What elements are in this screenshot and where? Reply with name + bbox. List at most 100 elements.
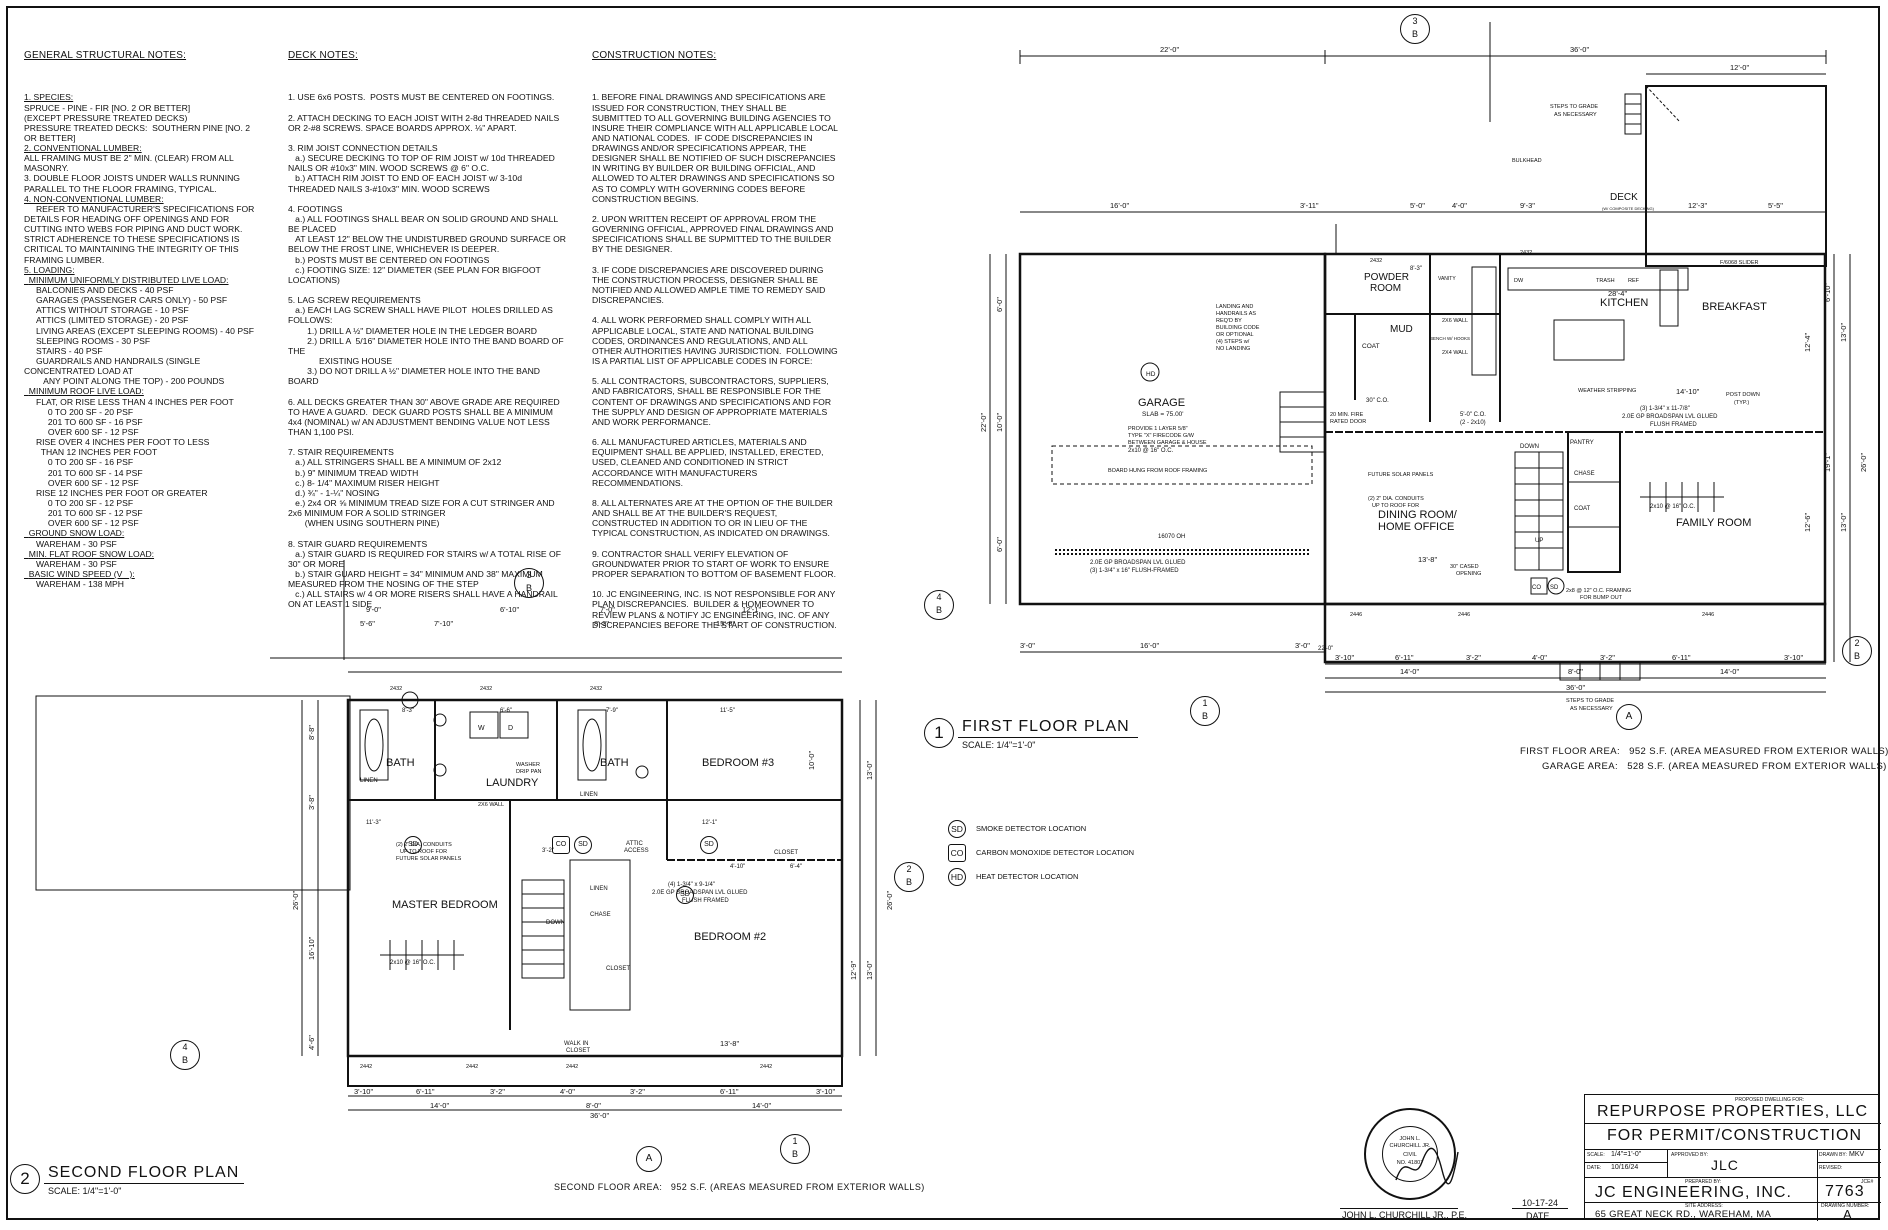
sf-room-bath-1: BATH: [386, 757, 415, 769]
callout-num: 2: [1854, 638, 1860, 648]
deck-note-line: 4. FOOTINGS: [288, 203, 343, 214]
deck-note-line: 3.) DO NOT DRILL A ½" DIAMETER HOLE INTO…: [288, 366, 543, 387]
ff-garage-beam-2: (3) 1-3/4" x 16" FLUSH-FRAMED: [1090, 568, 1179, 574]
title-block: PROPOSED DWELLING FOR: REPURPOSE PROPERT…: [1584, 1094, 1881, 1222]
sf-top-d: 12'-1": [742, 605, 761, 614]
first-floor-area: FIRST FLOOR AREA: 952 S.F. (AREA MEASURE…: [1520, 746, 1888, 757]
general-note-line: ANY POINT ALONG THE TOP) - 200 POUNDS: [24, 376, 225, 387]
ff-d28-4: 28'-4": [1608, 289, 1627, 298]
sf-b3: 3'-2": [490, 1087, 505, 1096]
tb-date: 10/16/24: [1611, 1164, 1639, 1171]
sf-beam-2: 2.0E GP BROADSPAN LVL GLUED: [652, 890, 748, 896]
sf-conduit-2: UP TO ROOF FOR: [400, 849, 447, 855]
general-note-line: 1. SPECIES:: [24, 92, 74, 103]
sf-room-bed-3: BEDROOM #3: [702, 757, 774, 769]
sf-conduit-1: (2) 2" DIA. CONDUITS: [396, 842, 452, 848]
general-note-line: 0 TO 200 SF - 12 PSF: [24, 497, 134, 508]
deck-note-line: e.) 2x4 OR ⅝ MINIMUM TREAD SIZE FOR A CU…: [288, 497, 558, 519]
general-notes-title: GENERAL STRUCTURAL NOTES:: [24, 50, 187, 62]
callout-num: 1: [1202, 698, 1208, 708]
legend-text: CARBON MONOXIDE DETECTOR LOCATION: [976, 847, 1135, 857]
deck-notes: DECK NOTES: 1. USE 6x6 POSTS. POSTS MUST…: [288, 30, 568, 630]
ff-co5-2: (2 - 2x10): [1460, 420, 1486, 426]
ff-b4: 4'-0": [1532, 653, 1547, 662]
room-family: FAMILY ROOM: [1676, 517, 1751, 529]
sf-top-g: 8'-3": [594, 619, 609, 628]
wall-2x6: 2X6 WALL: [1442, 318, 1468, 324]
sf-b5: 3'-2": [630, 1087, 645, 1096]
sf-closet-1: CLOSET: [774, 850, 798, 856]
sf-joist: 2x10 @ 16" O.C.: [390, 960, 436, 966]
general-note-line: 201 TO 600 SF - 14 PSF: [24, 467, 143, 478]
sf-d4-10: 4'-10": [730, 864, 745, 870]
ff-landing-2: HANDRAILS AS: [1216, 311, 1256, 317]
sd-label: SD: [1550, 585, 1559, 591]
sf-chase: CHASE: [590, 912, 611, 918]
deck-note-line: a.) EACH LAG SCREW SHALL HAVE PILOT HOLE…: [288, 305, 556, 326]
deck-note-line: AT LEAST 12" BELOW THE UNDISTURBED GROUN…: [288, 234, 569, 255]
seal-name-2: CHURCHILL JR.: [1389, 1143, 1431, 1149]
tb-scale-label: SCALE:: [1587, 1152, 1605, 1158]
sf-walkin-1: WALK IN: [564, 1041, 588, 1047]
sf-b1: 3'-10": [354, 1087, 373, 1096]
ff-landing-6: (4) STEPS w/: [1216, 339, 1250, 345]
room-powder-2: ROOM: [1370, 283, 1401, 294]
dim-5-5: 5'-5": [1768, 201, 1783, 210]
general-note-line: 4. NON-CONVENTIONAL LUMBER:: [24, 193, 164, 204]
second-floor-scale: SCALE: 1/4"=1'-0": [48, 1186, 122, 1196]
sf-b7: 3'-10": [816, 1087, 835, 1096]
sf-win-2442-b: 2442: [466, 1064, 478, 1070]
dim-bottom-16: 16'-0": [1140, 641, 1159, 650]
garage-board-hung: [1051, 445, 1313, 485]
garage-joist: 2x10 @ 16" O.C.: [1128, 448, 1174, 454]
ff-win-2446-c: 2446: [1702, 612, 1714, 618]
dim-4: 4'-0": [1452, 201, 1467, 210]
tb-jce: 7763: [1825, 1183, 1865, 1200]
sf-top-h: 15'-8": [716, 619, 735, 628]
engineer-seal: JOHN L. CHURCHILL JR. CIVIL NO. 41807: [1364, 1108, 1456, 1200]
callout-sheet: B: [791, 1149, 798, 1159]
ff-right-6: 6'-10": [1823, 283, 1832, 302]
ff-left-6: 6'-0": [995, 297, 1004, 312]
sf-win-2442-c: 2442: [566, 1064, 578, 1070]
sf-right-13: 13'-0": [865, 761, 874, 780]
sf-left-3: 3'-8": [307, 795, 316, 810]
sf-bot-b: 8'-0": [586, 1101, 601, 1110]
callout-sheet: B: [1411, 29, 1418, 39]
wall-2x4: 2X4 WALL: [1442, 350, 1468, 356]
general-note-line: STAIRS - 40 PSF: [24, 345, 103, 356]
deck-note-line: [288, 437, 568, 447]
callout-a-second: A: [636, 1146, 662, 1172]
callout-sheet: B: [905, 877, 912, 887]
sf-room-bed-2: BEDROOM #2: [694, 931, 766, 943]
sf-top-e: 5'-6": [360, 619, 375, 628]
second-floor-title: SECOND FLOOR PLAN: [48, 1164, 240, 1181]
construction-note-line: [592, 204, 838, 214]
coat-label: COAT: [1574, 506, 1591, 512]
general-structural-notes: GENERAL STRUCTURAL NOTES: 1. SPECIES:SPR…: [24, 30, 256, 610]
general-note-line: OVER 600 SF - 12 PSF: [24, 477, 139, 488]
dim-9-3: 9'-3": [1520, 201, 1535, 210]
sf-d3-2: 3'-2": [542, 848, 554, 854]
callout-num: 4: [936, 592, 942, 602]
ff-conduit-3: FUTURE SOLAR PANELS: [1368, 472, 1434, 478]
seal-name-1: JOHN L.: [1399, 1136, 1421, 1142]
ff-beam-2: 2.0E GP BROADSPAN LVL GLUED: [1622, 414, 1718, 420]
sf-wall-2x6: 2X6 WALL: [478, 802, 504, 808]
deck-note-line: [288, 133, 568, 143]
tb-site-label: SITE ADDRESS:: [1685, 1203, 1723, 1209]
sf-d13-8: 13'-8": [720, 1039, 739, 1048]
sf-d7-9: 7'-9": [606, 708, 618, 714]
sf-room-laundry: LAUNDRY: [486, 777, 539, 789]
sf-w: W: [478, 725, 485, 732]
ff-right-19: 19'-1": [1823, 453, 1832, 472]
callout-sheet: B: [935, 605, 942, 615]
tb-revised-label: REVISED:: [1819, 1165, 1843, 1171]
sf-d: D: [508, 725, 513, 732]
